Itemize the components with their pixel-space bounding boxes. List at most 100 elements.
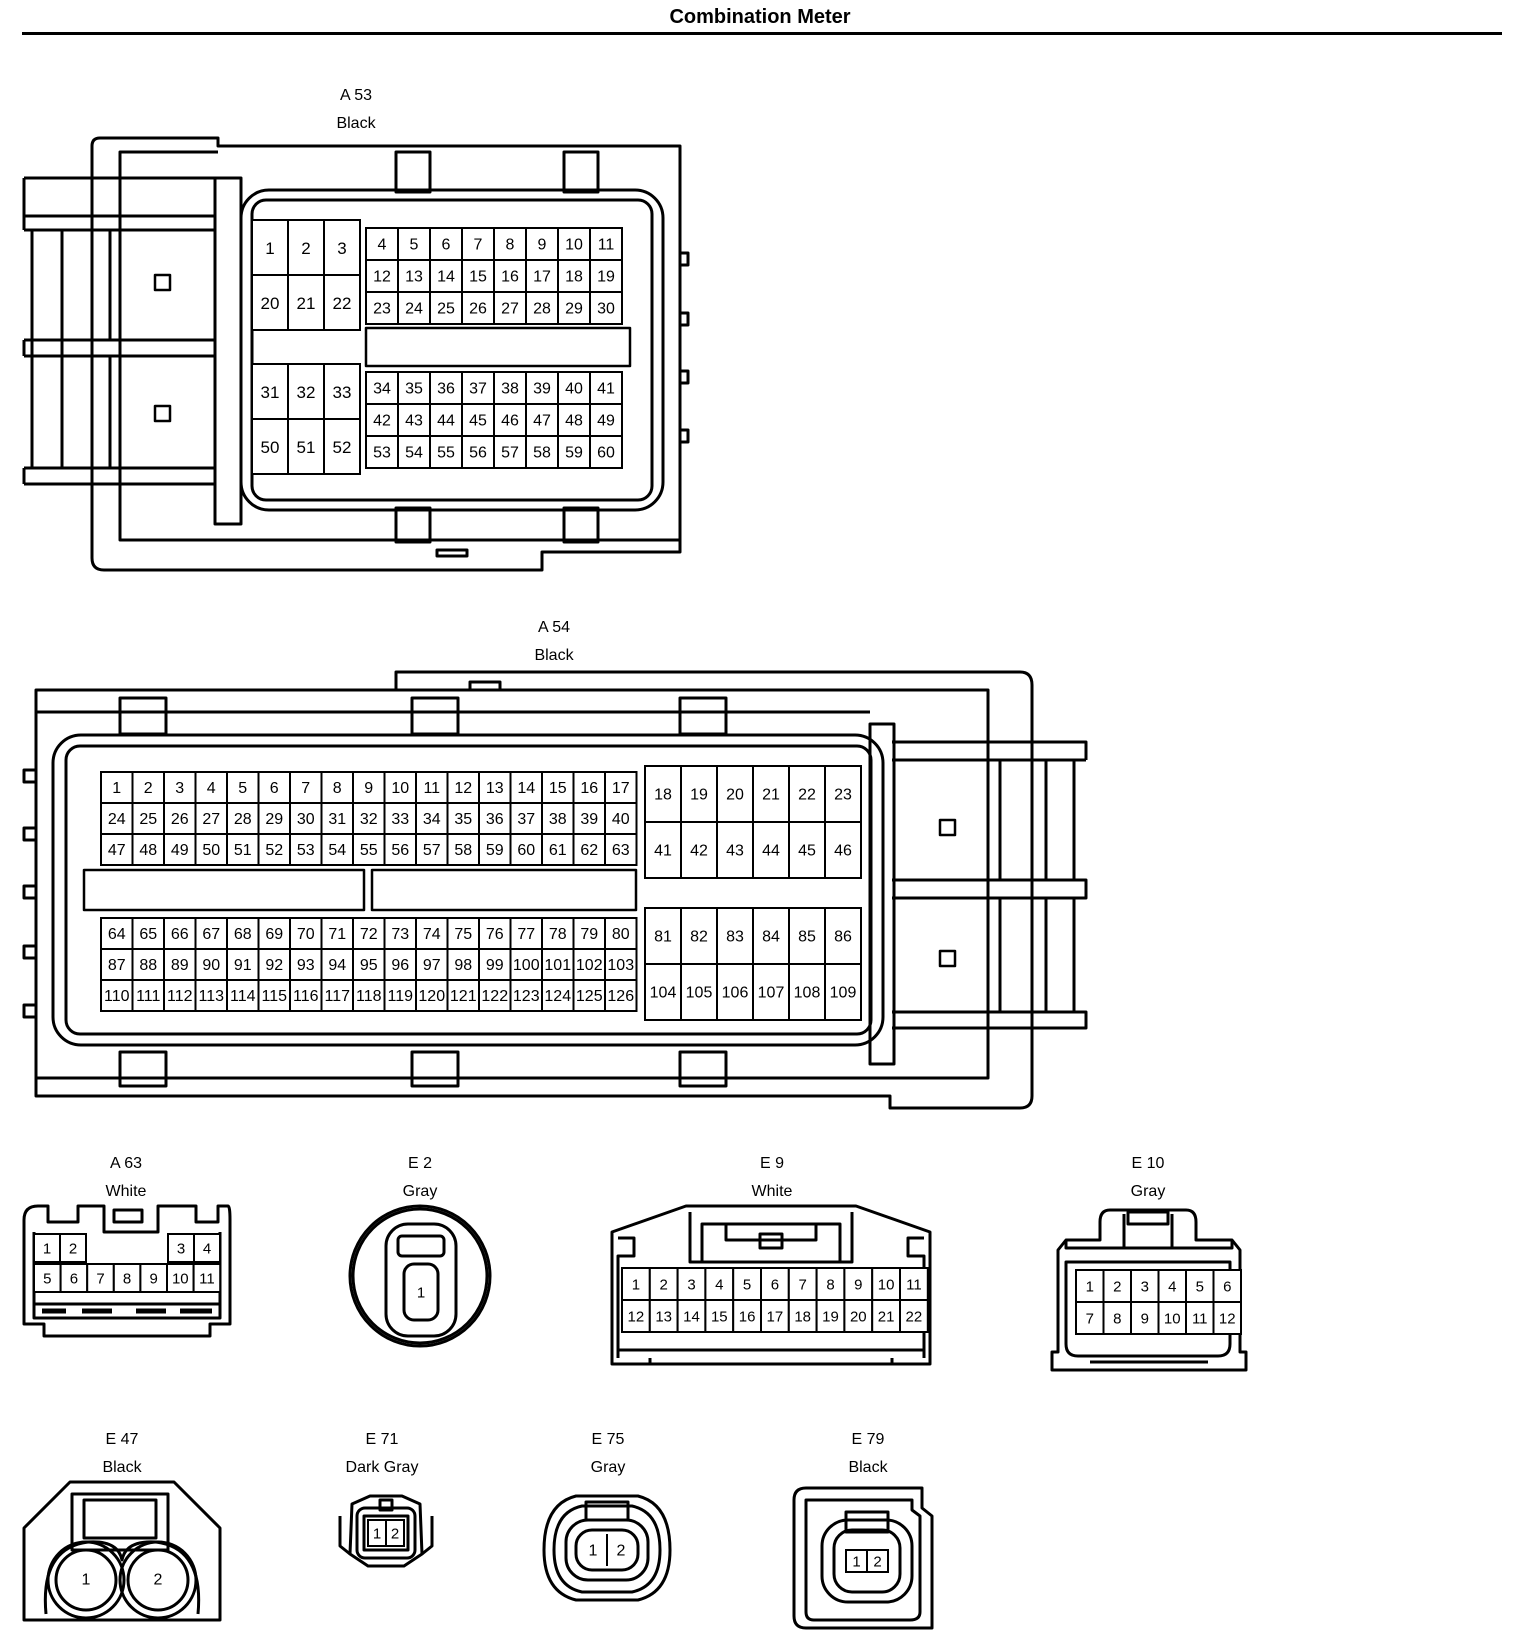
pin-label-a54: 36 [486,811,504,828]
pin-label-a54: 121 [450,988,477,1005]
pin-label-a53: 46 [501,413,519,430]
pin-label-a53: 45 [469,413,487,430]
pin-label-a54: 12 [454,780,472,797]
pin-label-a53: 17 [533,269,551,286]
pin-label-e79: 1 [852,1554,860,1571]
pin-cell-a54 [383,833,417,866]
pin-cell-a54 [716,907,754,965]
pin-label-e9: 9 [854,1277,862,1294]
pin-label-a54: 24 [108,811,126,828]
pin-label-a63: 5 [43,1271,51,1288]
pin-cell-a54 [257,979,291,1012]
pin-label-a54: 113 [198,988,224,1005]
pin-cell-a53 [323,418,361,475]
connector-a54-body [22,670,1088,1110]
pin-label-a54: 5 [238,780,247,797]
pin-label-a53: 59 [565,445,583,462]
pin-label-a54: 47 [108,842,126,859]
connector-a63-color: White [106,1183,147,1200]
pin-cell-a54 [320,948,354,981]
connector-e71-code: E 71 [366,1431,399,1448]
pin-cell-a54 [752,821,790,879]
pin-label-a54: 66 [171,926,189,943]
pin-label-a53: 19 [597,269,615,286]
pin-cell-a54 [131,771,165,804]
pin-label-a54: 40 [612,811,630,828]
pin-cell-a53 [323,274,361,331]
pin-cell-a54 [226,948,260,981]
pin-label-a54: 41 [654,843,672,860]
pin-label-e10: 10 [1164,1311,1181,1328]
pin-label-a53: 53 [373,445,391,462]
pin-cell-a53 [287,418,325,475]
pin-cell-a54 [541,802,575,835]
pin-label-a54: 32 [360,811,378,828]
pin-cell-a53 [557,435,591,469]
connector-e47-color: Black [102,1459,142,1476]
pin-label-a53: 21 [297,294,316,313]
pin-label-e9: 5 [743,1277,751,1294]
pin-label-a54: 104 [650,985,677,1002]
pin-cell-a54 [644,765,682,823]
pin-cell-a54 [226,802,260,835]
pin-label-a54: 95 [360,957,378,974]
pin-label-a54: 101 [544,957,571,974]
pin-label-a54: 57 [423,842,441,859]
pin-cell-e10 [1212,1301,1242,1335]
pin-cell-a54 [131,833,165,866]
pin-label-a53: 48 [565,413,583,430]
pin-label-a53: 8 [506,237,515,254]
pin-label-a53: 34 [373,381,391,398]
pin-label-a54: 96 [391,957,409,974]
pin-cell-a54 [194,833,228,866]
connector-e71-color: Dark Gray [346,1459,419,1476]
connector-a53-color: Black [336,115,376,132]
pin-label-a54: 34 [423,811,441,828]
pin-label-a54: 116 [293,988,319,1005]
pin-label-e9: 14 [683,1309,700,1326]
pin-label-e10: 2 [1113,1279,1121,1296]
pin-cell-a53 [589,435,623,469]
pin-label-a54: 50 [202,842,220,859]
pin-label-e10: 12 [1219,1311,1236,1328]
pin-cell-a63 [59,1233,87,1263]
pin-cell-a54 [352,833,386,866]
pin-cell-e9 [760,1299,790,1333]
pin-label-e10: 5 [1196,1279,1204,1296]
pin-cell-a54 [131,802,165,835]
pin-label-a54: 88 [139,957,157,974]
pin-label-a54: 25 [139,811,157,828]
pin-label-a54: 76 [486,926,504,943]
pin-label-a54: 118 [356,988,382,1005]
pin-cell-a54 [446,979,480,1012]
pin-label-a53: 13 [405,269,423,286]
pin-label-a53: 60 [597,445,615,462]
connector-e79-body [792,1486,934,1630]
pin-cell-a53 [589,227,623,261]
pin-label-a53: 5 [410,237,419,254]
pin-label-a54: 43 [726,843,744,860]
pin-label-a54: 70 [297,926,315,943]
pin-label-a54: 16 [580,780,598,797]
pin-cell-e9 [704,1299,735,1333]
pin-label-a54: 72 [360,926,378,943]
pin-label-a54: 75 [454,926,472,943]
pin-cell-a53 [525,291,559,325]
pin-label-e9: 22 [906,1309,923,1326]
pin-label-e9: 2 [660,1277,668,1294]
pin-label-a54: 42 [690,843,708,860]
pin-label-a53: 1 [265,239,274,258]
pin-cell-a63 [192,1263,222,1293]
pin-cell-a54 [788,963,826,1021]
pin-cell-a54 [415,833,449,866]
pin-cell-a54 [680,963,718,1021]
pin-label-e10: 6 [1223,1279,1231,1296]
pin-label-a53: 35 [405,381,423,398]
pin-cell-e79 [866,1549,889,1573]
pin-label-e9: 12 [628,1309,645,1326]
pin-label-a54: 53 [297,842,315,859]
pin-label-e9: 4 [715,1277,723,1294]
pin-label-a53: 51 [297,438,316,457]
pin-cell-a54 [415,802,449,835]
pin-label-a54: 109 [830,985,857,1002]
